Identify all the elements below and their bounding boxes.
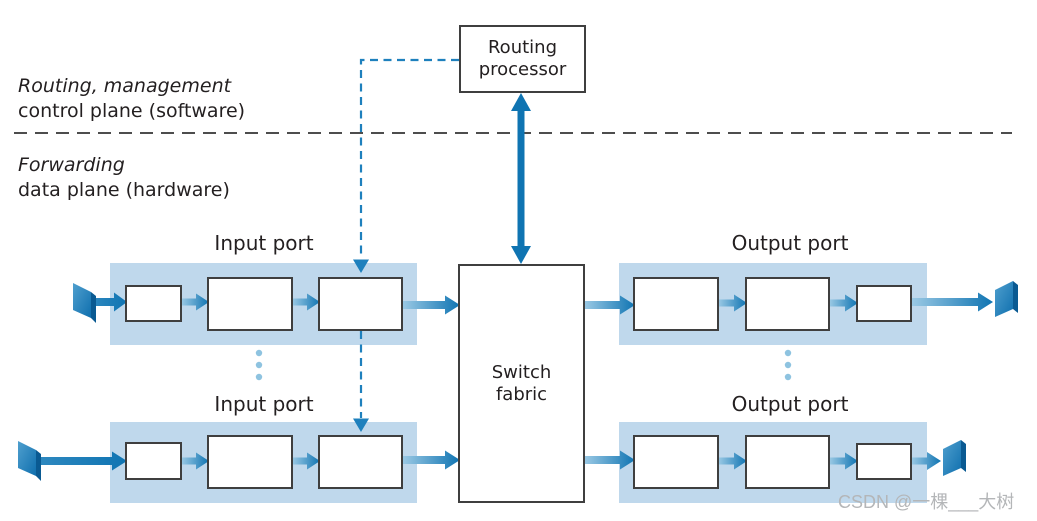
vertical-ellipsis-dots-icon-input xyxy=(255,349,263,381)
vertical-ellipsis-dots-icon-output xyxy=(784,349,792,381)
output-port-label-bottom: Output port xyxy=(731,392,849,416)
line-termination-icon-input-top xyxy=(73,283,96,323)
routing-processor-box: Routing processor xyxy=(459,25,586,93)
routing-processor-label-line1: Routing xyxy=(487,37,557,58)
line-termination-icon-input-bottom xyxy=(18,441,41,481)
routing-processor-label: Routing processor xyxy=(461,27,584,91)
input-port-top-box-3 xyxy=(318,277,403,331)
routing-to-fabric-double-arrow xyxy=(511,93,531,264)
input-port-label-bottom: Input port xyxy=(214,392,314,416)
input-port-bottom-box-3 xyxy=(318,435,403,489)
output-port-bottom-box-3 xyxy=(856,443,912,480)
input-port-label-top: Input port xyxy=(214,231,314,255)
data-plane-caption-line2: data plane (hardware) xyxy=(18,179,230,201)
csdn-watermark: CSDN @一棵___大树 xyxy=(838,492,1015,512)
control-dashed-line-top xyxy=(359,58,459,258)
control-plane-caption-line2: control plane (software) xyxy=(18,100,246,122)
control-plane-caption: Routing, management control plane (softw… xyxy=(18,74,245,124)
input-port-bottom-box-2 xyxy=(207,435,293,489)
input-port-bottom-box-1 xyxy=(125,442,182,480)
output-port-label-top: Output port xyxy=(731,231,849,255)
switch-fabric-label: Switch fabric xyxy=(460,266,583,501)
input-port-top-box-1 xyxy=(125,285,182,322)
output-port-bottom-box-2 xyxy=(745,435,830,489)
switch-fabric-label-line2: fabric xyxy=(495,383,548,405)
control-plane-caption-line1: Routing, management xyxy=(18,75,232,97)
input-port-top-box-2 xyxy=(207,277,293,331)
data-plane-caption-line1: Forwarding xyxy=(18,154,125,176)
output-port-top-box-3 xyxy=(856,285,912,322)
output-port-top-box-2 xyxy=(745,277,830,331)
data-plane-caption: Forwarding data plane (hardware) xyxy=(18,153,230,203)
line-termination-icon-output-bottom xyxy=(943,440,966,476)
output-port-top-box-1 xyxy=(633,277,719,331)
switch-fabric-box: Switch fabric xyxy=(458,264,585,503)
output-port-bottom-box-1 xyxy=(633,435,719,489)
routing-processor-label-line2: processor xyxy=(478,59,567,80)
switch-fabric-label-line1: Switch xyxy=(491,361,552,383)
line-termination-icon-output-top xyxy=(995,281,1018,317)
